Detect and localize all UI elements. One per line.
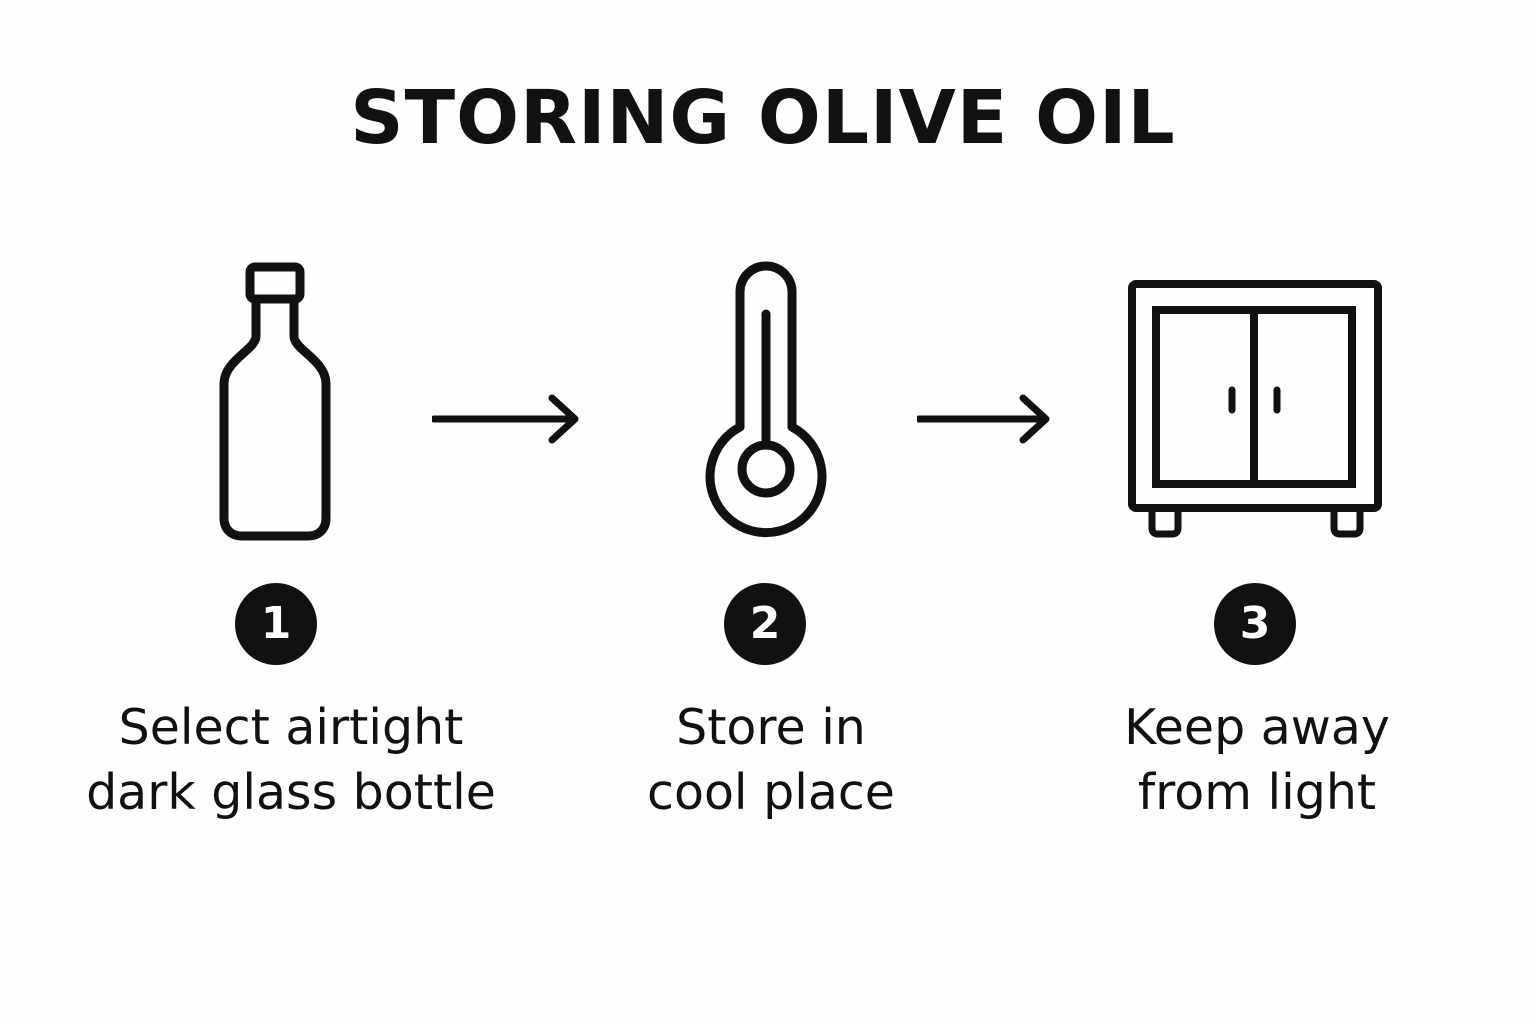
step-number-badge: 1 <box>235 583 317 665</box>
step-caption: Store in cool place <box>541 695 1001 825</box>
step-caption-line: cool place <box>647 764 895 821</box>
arrow-right-icon <box>915 392 1067 450</box>
bottle-icon <box>214 258 336 544</box>
cabinet-icon <box>1126 278 1384 540</box>
step-caption-line: Keep away <box>1124 699 1390 756</box>
step-caption-line: Store in <box>676 699 866 756</box>
thermometer-icon <box>704 261 828 538</box>
step-caption-line: from light <box>1137 764 1377 821</box>
step-number-badge: 2 <box>724 583 806 665</box>
step-caption: Select airtight dark glass bottle <box>61 695 521 825</box>
step-caption-line: dark glass bottle <box>86 764 496 821</box>
page-title: STORING OLIVE OIL <box>350 75 1176 161</box>
step-number-badge: 3 <box>1214 583 1296 665</box>
step-caption-line: Select airtight <box>118 699 464 756</box>
arrow-right-icon <box>430 392 582 450</box>
step-caption: Keep away from light <box>1027 695 1487 825</box>
